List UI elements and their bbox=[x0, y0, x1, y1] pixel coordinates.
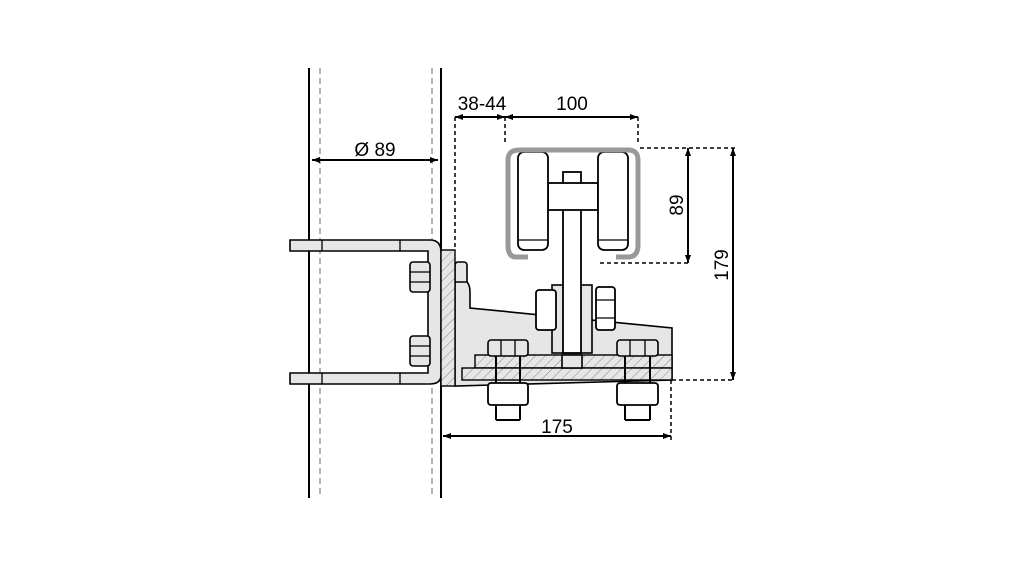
wheel-right bbox=[597, 151, 629, 251]
track-profile bbox=[505, 147, 641, 260]
wheel-left bbox=[517, 151, 549, 251]
dimension-lines bbox=[312, 114, 736, 440]
pole-diameter-label: Ø 89 bbox=[354, 140, 395, 161]
total-height-label: 179 bbox=[712, 249, 733, 281]
track-height-label: 89 bbox=[667, 194, 688, 215]
base-bolt-left bbox=[487, 339, 529, 421]
trolley bbox=[517, 151, 629, 354]
base-bolt-right bbox=[616, 339, 659, 421]
wall-gap-label: 38-44 bbox=[458, 94, 507, 115]
track-width-label: 100 bbox=[556, 94, 588, 115]
bracket-length-label: 175 bbox=[541, 417, 573, 438]
